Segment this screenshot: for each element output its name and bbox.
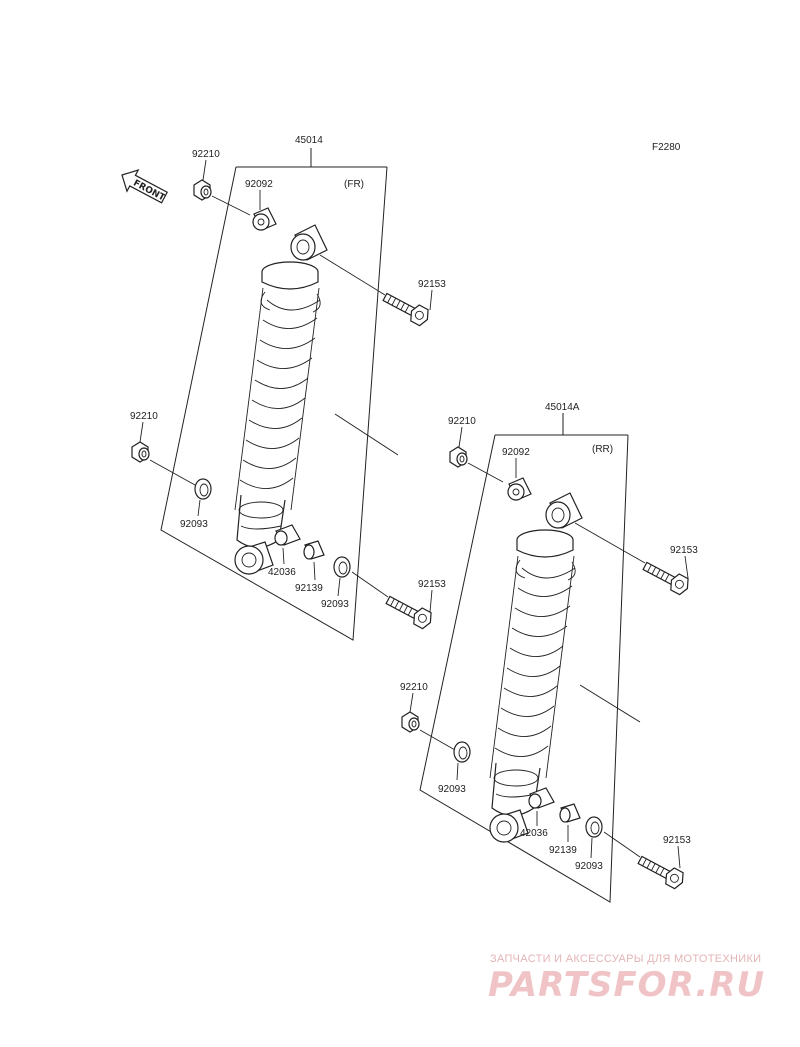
bolt-icon	[640, 557, 693, 598]
seal-icon	[333, 556, 351, 578]
assembly-part-number: 45014A	[545, 402, 580, 413]
shock-absorber-icon	[234, 224, 328, 575]
watermark-brand: PARTSFOR.RU	[488, 965, 765, 1005]
callout-top-collar: 92092	[502, 447, 530, 458]
callout-sleeve: 42036	[268, 567, 296, 578]
callout-top-nut: 92210	[192, 149, 220, 160]
sleeve-icon	[274, 524, 301, 546]
front-arrow-icon: FRONT	[121, 169, 169, 204]
callout-sleeve: 42036	[520, 828, 548, 839]
collar-icon	[507, 477, 532, 501]
bushing-icon	[559, 803, 581, 823]
bolt-icon	[383, 591, 436, 632]
bushing-icon	[303, 540, 325, 560]
callout-seal-left: 92093	[180, 519, 208, 530]
assembly-position: (RR)	[592, 444, 613, 455]
watermark-logo: ЗАПЧАСТИ И АКСЕССУАРЫ ДЛЯ МОТОТЕХНИКИ PA…	[488, 953, 765, 1005]
watermark-tagline: ЗАПЧАСТИ И АКСЕССУАРЫ ДЛЯ МОТОТЕХНИКИ	[490, 953, 761, 965]
diagram-code: F2280	[652, 142, 681, 153]
callout-bottom-bolt: 92153	[418, 579, 446, 590]
callout-seal-left: 92093	[438, 784, 466, 795]
callout-seal-right: 92093	[321, 599, 349, 610]
shock-absorber-icon	[489, 492, 583, 843]
callout-bottom-bolt: 92153	[663, 835, 691, 846]
flange-nut-icon	[401, 711, 420, 733]
bolt-icon	[380, 288, 433, 329]
flange-nut-icon	[193, 179, 212, 201]
flange-nut-icon	[131, 441, 150, 463]
callout-bushing: 92139	[295, 583, 323, 594]
seal-icon	[194, 478, 212, 500]
callout-bottom-nut: 92210	[400, 682, 428, 693]
callout-bushing: 92139	[549, 845, 577, 856]
callout-top-collar: 92092	[245, 179, 273, 190]
seal-icon	[453, 741, 471, 763]
assembly-position: (FR)	[344, 179, 364, 190]
sleeve-icon	[528, 787, 555, 809]
collar-icon	[252, 207, 277, 231]
flange-nut-icon	[449, 446, 468, 468]
assembly-part-number: 45014	[295, 135, 323, 146]
callout-top-bolt: 92153	[418, 279, 446, 290]
callout-top-nut: 92210	[448, 416, 476, 427]
rear-shock-assembly: 45014A (RR) 92210 92092 92153 92210 9209…	[400, 402, 698, 903]
callout-top-bolt: 92153	[670, 545, 698, 556]
front-shock-assembly: 45014 (FR) 92210 92092 92153 92210 92093	[130, 135, 446, 641]
callout-bottom-nut: 92210	[130, 411, 158, 422]
seal-icon	[585, 816, 603, 838]
callout-seal-right: 92093	[575, 861, 603, 872]
